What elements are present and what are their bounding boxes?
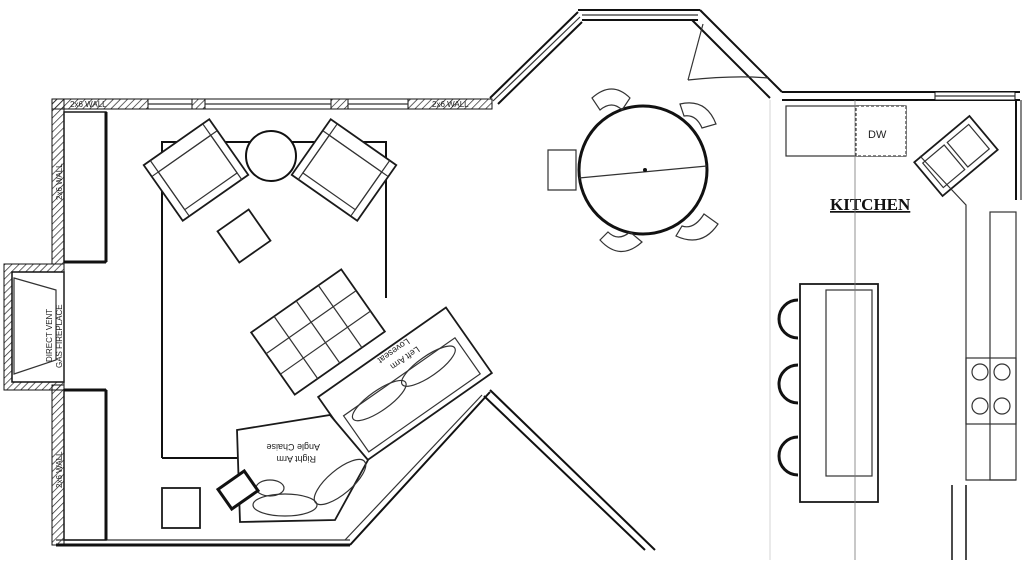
armchair-right bbox=[290, 117, 398, 223]
fireplace-label-line2: GAS FIREPLACE bbox=[55, 304, 64, 368]
lamp-table bbox=[215, 468, 261, 512]
right-counter bbox=[919, 155, 1016, 481]
bar-stools bbox=[777, 298, 799, 477]
built-in-cabinet-upper bbox=[63, 111, 107, 263]
kitchen-counter-top bbox=[785, 105, 907, 157]
dining-chairs bbox=[547, 88, 719, 253]
end-table bbox=[161, 487, 201, 529]
kitchen-label: KITCHEN bbox=[830, 195, 911, 214]
round-side-table bbox=[245, 130, 297, 182]
ottoman bbox=[216, 208, 272, 264]
fireplace-label-line1: DIRECT VENT bbox=[45, 309, 54, 362]
wall-label-left-lower: 2x6 WALL bbox=[55, 451, 64, 488]
angle-chaise bbox=[236, 414, 370, 523]
armchair-left bbox=[142, 117, 250, 223]
wall-label-left-upper: 2x6 WALL bbox=[55, 163, 64, 200]
exterior-walls bbox=[51, 9, 1022, 551]
wall-label-top-left: 2x6 WALL bbox=[70, 100, 107, 109]
chaise-label-line2: Angle Chaise bbox=[266, 442, 320, 452]
corner-sink bbox=[913, 114, 999, 198]
fireplace bbox=[3, 263, 65, 391]
coffee-table bbox=[249, 268, 387, 396]
dining-table bbox=[577, 104, 709, 236]
chaise-label-line1: Right Arm bbox=[276, 454, 316, 464]
cooktop bbox=[965, 357, 1017, 425]
dishwasher-label: DW bbox=[868, 129, 887, 141]
wall-label-top-right: 2x6 WALL bbox=[432, 100, 469, 109]
built-in-cabinet-lower bbox=[63, 389, 107, 541]
kitchen-island bbox=[799, 283, 879, 503]
